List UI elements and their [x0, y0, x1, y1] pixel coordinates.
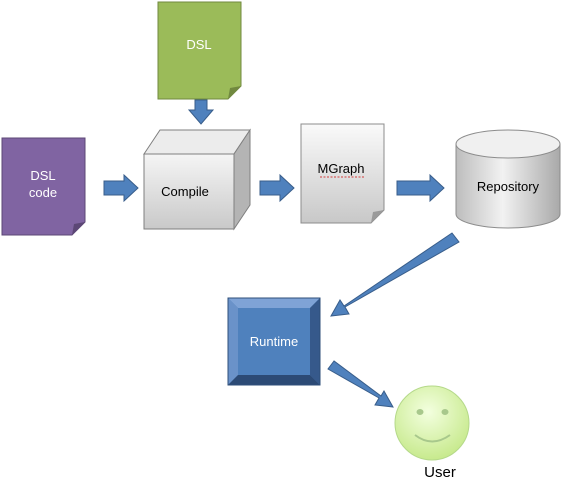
dsl-document: DSL — [157, 1, 242, 100]
repository-cylinder-top — [455, 129, 561, 159]
mgraph-label: MGraph — [318, 161, 365, 176]
repository-label: Repository — [477, 179, 540, 194]
arrow-repository-to-runtime — [330, 232, 460, 317]
runtime-bevel-bottom — [228, 375, 320, 385]
user-label: User — [424, 464, 456, 480]
compile-cube: Compile — [143, 128, 251, 231]
dsl-code-document: DSL code — [1, 137, 86, 236]
user-right-eye — [441, 409, 449, 415]
user-smiley: User — [394, 385, 470, 480]
dsl-code-label-line2: code — [29, 185, 57, 200]
user-left-eye — [416, 409, 424, 415]
user-face — [394, 385, 470, 461]
dsl-code-document-fold — [72, 222, 85, 235]
runtime-bevel-left — [228, 298, 238, 385]
dsl-label: DSL — [186, 37, 211, 52]
arrow-dsl-to-compile — [187, 99, 215, 125]
arrows — [103, 99, 460, 408]
repository-cylinder: Repository — [455, 129, 561, 229]
arrow-runtime-to-user — [327, 360, 394, 408]
runtime-bevel-right — [310, 298, 320, 385]
arrow-mgraph-to-repository — [396, 173, 445, 203]
user-smile — [414, 434, 451, 443]
compile-cube-front — [143, 153, 235, 230]
mgraph-document-fold — [371, 210, 384, 223]
mgraph-document: MGraph — [300, 123, 385, 224]
runtime-bevel-top — [228, 298, 320, 308]
runtime-box: Runtime — [227, 297, 321, 386]
arrow-compile-to-mgraph — [259, 173, 295, 203]
compile-label: Compile — [161, 184, 209, 199]
runtime-box-face — [238, 308, 310, 375]
dsl-document-fold — [228, 86, 241, 99]
repository-cylinder-body — [455, 144, 561, 229]
arrow-dslcode-to-compile — [103, 173, 139, 203]
runtime-label: Runtime — [250, 334, 298, 349]
compile-cube-top — [143, 129, 251, 155]
runtime-box-border — [227, 297, 321, 386]
dsl-code-label-line1: DSL — [30, 168, 55, 183]
